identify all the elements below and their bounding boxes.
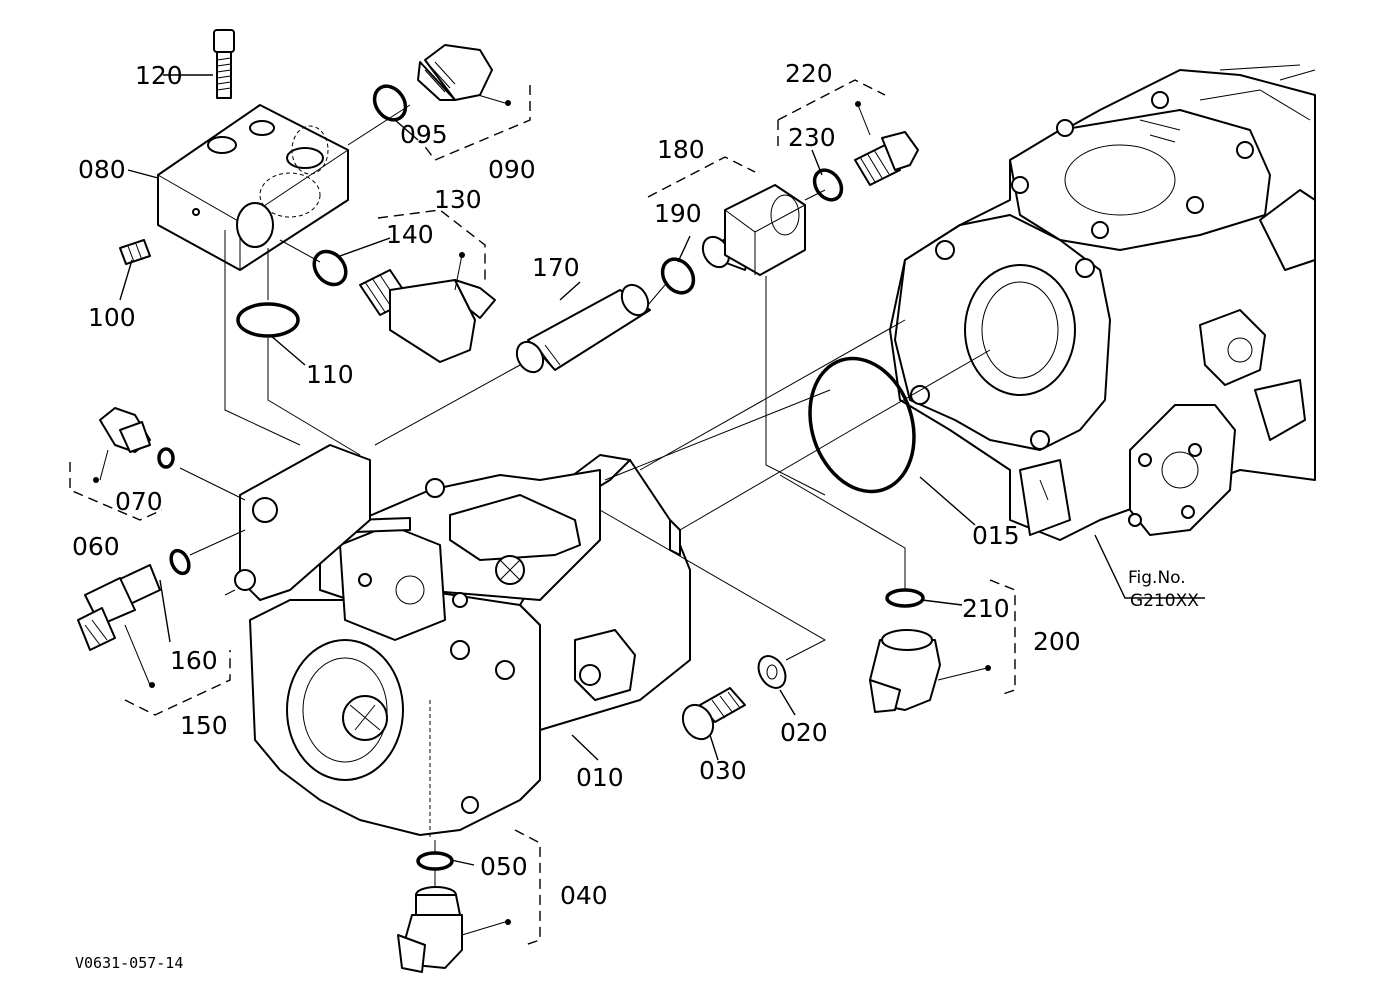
callout-100: 100 [88, 303, 136, 332]
callout-030: 030 [699, 756, 747, 785]
callout-070: 070 [115, 487, 163, 516]
elbow-fitting-200 [869, 588, 941, 713]
callout-020: 020 [780, 718, 828, 747]
callout-050: 050 [480, 852, 528, 881]
callout-230: 230 [788, 123, 836, 152]
callout-010: 010 [576, 763, 624, 792]
drawing-id: V0631-057-14 [75, 954, 183, 972]
callout-200: 200 [1033, 627, 1081, 656]
callout-095: 095 [400, 120, 448, 149]
hydraulic-pump-body [224, 444, 691, 840]
callout-140: 140 [386, 220, 434, 249]
leader-lines [99, 74, 1205, 936]
transmission-housing [889, 64, 1316, 541]
callout-220: 220 [785, 59, 833, 88]
elbow-fitting-130 [236, 249, 496, 363]
callout-150: 150 [180, 711, 228, 740]
callout-180: 180 [657, 135, 705, 164]
fitting-060 [99, 407, 175, 469]
callout-130: 130 [434, 185, 482, 214]
set-screw-100 [119, 239, 151, 265]
callout-015: 015 [972, 521, 1020, 550]
callout-160: 160 [170, 646, 218, 675]
plug-090 [372, 44, 493, 122]
assembly-brackets [69, 79, 1016, 946]
reference-dots [93, 100, 991, 925]
valve-block-080 [157, 104, 349, 271]
elbow-fitting-040 [397, 851, 463, 973]
figure-ref-line1: Fig.No. [1128, 568, 1186, 588]
plug-220 [812, 131, 919, 202]
washer-020 [757, 655, 787, 689]
callout-090: 090 [488, 155, 536, 184]
tube-170 [515, 283, 651, 374]
callout-060: 060 [72, 532, 120, 561]
callout-labels: 120 080 100 095 090 130 140 110 170 180 … [72, 59, 1081, 910]
figure-ref-line2: G210XX [1130, 591, 1199, 611]
callout-210: 210 [962, 594, 1010, 623]
callout-080: 080 [78, 155, 126, 184]
callout-110: 110 [306, 360, 354, 389]
figure-reference: Fig.No. G210XX [1128, 568, 1199, 611]
bolt-120 [213, 29, 235, 99]
callout-170: 170 [532, 253, 580, 282]
callout-040: 040 [560, 881, 608, 910]
valve-block-180 [660, 184, 806, 295]
bolt-030 [681, 687, 746, 741]
callout-120: 120 [135, 61, 183, 90]
callout-190: 190 [654, 199, 702, 228]
large-o-ring-015 [808, 356, 916, 494]
fitting-150 [77, 548, 191, 651]
